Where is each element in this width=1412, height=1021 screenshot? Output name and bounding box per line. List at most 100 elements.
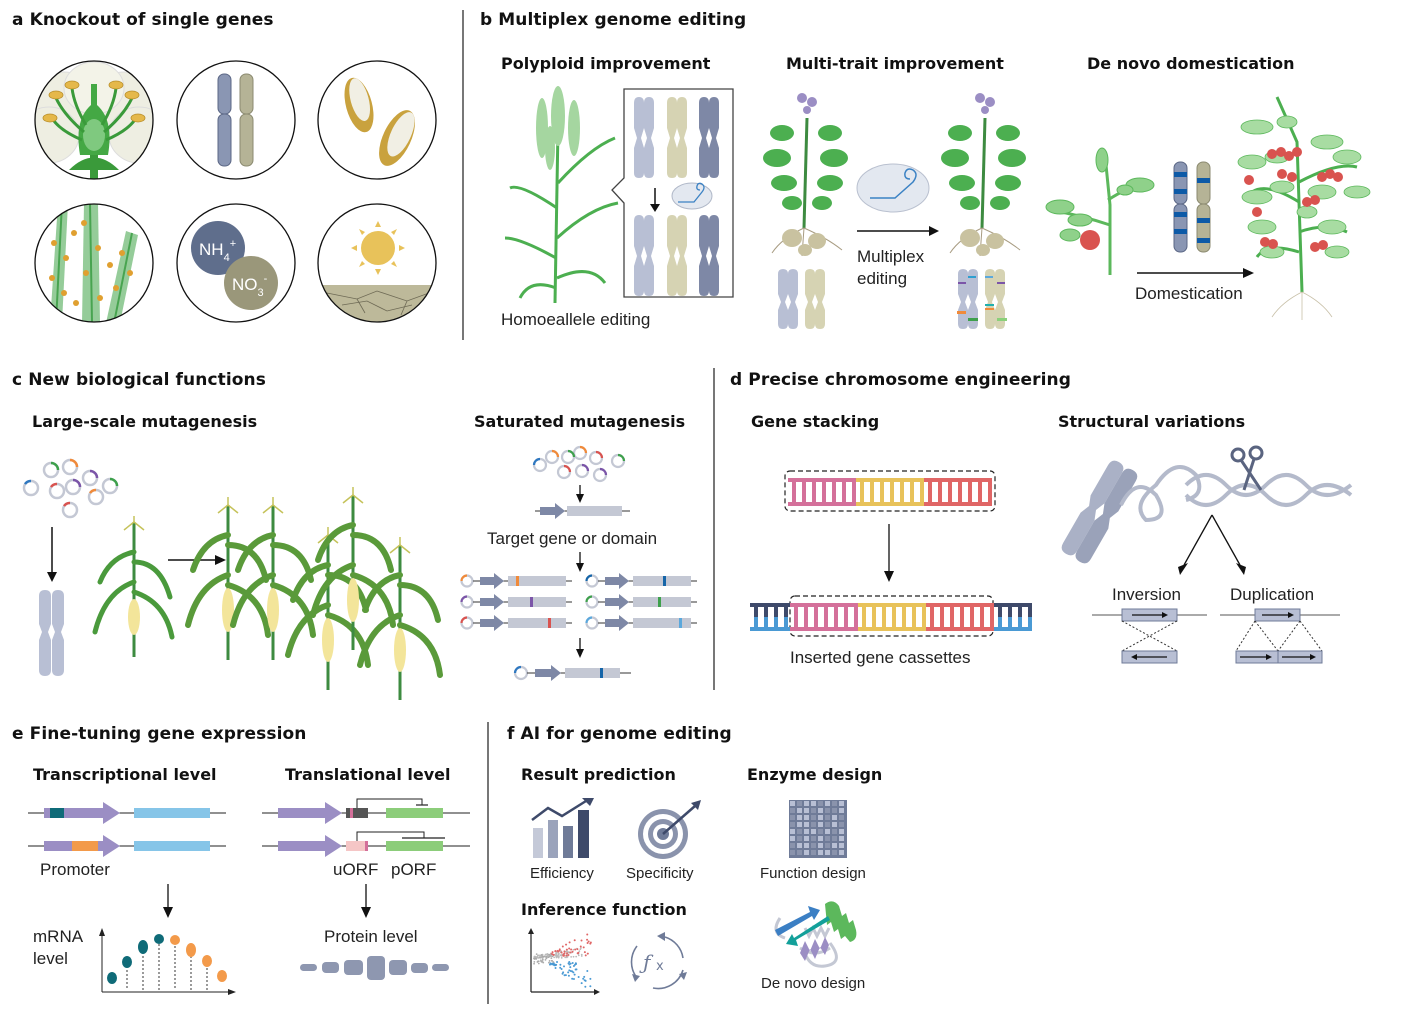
cas-enzyme-icon [671, 182, 713, 210]
drought-sun-icon [317, 203, 437, 323]
mutant-library-constructs [460, 573, 697, 631]
enzyme-design-title: Enzyme design [747, 765, 883, 784]
homoeallele-caption: Homoeallele editing [501, 310, 651, 329]
down-arrow-large [47, 527, 57, 582]
protein-level-bands [300, 956, 449, 980]
scissors-icon [1230, 445, 1264, 491]
efficiency-label: Efficiency [530, 865, 594, 882]
domestication-label: Domestication [1135, 284, 1243, 303]
promoter-constructs [28, 802, 226, 857]
gene-stacking-title: Gene stacking [751, 412, 880, 431]
sv-branch-arrows [1178, 514, 1246, 575]
multiplex-label-1: Multiplex [857, 247, 925, 266]
mrna-level-plot [99, 928, 236, 995]
specificity-label: Specificity [626, 865, 694, 882]
function-design-label: Function design [760, 865, 866, 882]
polyploid-title: Polyploid improvement [501, 54, 711, 73]
down-arrow-sat-3 [576, 638, 584, 658]
down-arrow-sat-2 [576, 552, 584, 572]
multiplex-arrow [857, 226, 939, 236]
ammonium-label: NH4+ [199, 238, 236, 264]
denovo-title: De novo domestication [1087, 54, 1295, 73]
maize-field-icon [185, 485, 438, 660]
homoeallele-callout [611, 88, 734, 298]
down-arrow-sat-1 [576, 485, 584, 503]
gene-cassette-stack [784, 470, 996, 512]
chromosome-icon [39, 590, 64, 676]
inserted-cassette-genome [750, 595, 1032, 637]
flower-icon [34, 60, 154, 180]
inversion-diagram [1092, 608, 1207, 664]
chromosomes-before-icon [778, 269, 825, 329]
selected-mutant-construct [513, 665, 631, 681]
uorf-construct-2 [262, 831, 470, 857]
multiplex-label-2: editing [857, 269, 908, 288]
mutant-construct [460, 615, 572, 631]
large-scale-title: Large-scale mutagenesis [32, 412, 258, 431]
mrna-ylabel-1: mRNA [33, 927, 84, 946]
function-cycle-icon: ƒ x [630, 932, 687, 990]
domestication-chromosomes-icon [1173, 161, 1211, 253]
ma-plot-icon [528, 928, 600, 995]
down-arrow-stack [884, 524, 894, 582]
potato-plant-after-icon [941, 93, 1026, 257]
mrna-ylabel-2: level [33, 949, 68, 968]
function-design-matrix-icon [789, 800, 847, 858]
svg-text:x: x [656, 959, 664, 974]
uorf-construct-1 [262, 798, 470, 824]
mutant-construct [460, 594, 572, 610]
inversion-label: Inversion [1112, 585, 1181, 604]
mutant-construct [585, 615, 697, 631]
multiplex-enzyme-icon [856, 163, 930, 213]
uorf-constructs [262, 798, 470, 857]
mutant-construct [585, 573, 697, 589]
nitrogen-nutrient-icon: NH4+ NO3- [176, 203, 296, 323]
wild-tomato-icon [1045, 147, 1155, 275]
protein-level-label: Protein level [324, 927, 418, 946]
duplication-diagram [1220, 608, 1340, 664]
promoter-construct-1 [28, 802, 226, 824]
specificity-target-icon [638, 800, 701, 859]
saturated-plasmid-library-icon [532, 445, 626, 483]
plasmid-library-icon [22, 458, 119, 519]
tomato-fruit-icon [1080, 230, 1100, 250]
multitrait-title: Multi-trait improvement [786, 54, 1004, 73]
down-arrow-protein [361, 884, 371, 918]
promoter-construct-2 [28, 835, 226, 857]
transcriptional-title: Transcriptional level [33, 765, 217, 784]
inference-function-title: Inference function [521, 900, 687, 919]
maize-plant-icon [92, 516, 175, 657]
down-arrow-mrna [163, 884, 173, 918]
mutant-construct [460, 573, 572, 589]
right-arrow-large [168, 555, 226, 565]
promoter-label: Promoter [40, 860, 110, 879]
inflorescence-icon [34, 203, 154, 323]
domestication-arrow [1137, 268, 1254, 278]
duplication-label: Duplication [1230, 585, 1315, 604]
chromosomes-after-icon [957, 269, 1007, 329]
divider-e-f [487, 722, 489, 1004]
porf-label: pORF [391, 860, 437, 879]
inserted-cassettes-caption: Inserted gene cassettes [790, 648, 971, 667]
de-novo-design-label: De novo design [761, 975, 866, 992]
domesticated-tomato-icon [1237, 96, 1371, 320]
potato-plant-before-icon [763, 93, 848, 257]
nitrate-label: NO3- [232, 273, 268, 299]
chromosome-dna-scissors-icon [1061, 445, 1353, 564]
result-prediction-title: Result prediction [521, 765, 676, 784]
structural-variations-title: Structural variations [1058, 412, 1246, 431]
saturated-title: Saturated mutagenesis [474, 412, 686, 431]
divider-a-b [462, 10, 464, 340]
uorf-label: uORF [333, 860, 379, 879]
divider-c-d [713, 368, 715, 690]
fx-glyph: ƒ [639, 950, 654, 974]
target-gene-label: Target gene or domain [487, 529, 658, 548]
protein-structure-icon [774, 901, 857, 968]
wheat-plant-icon [504, 86, 619, 304]
